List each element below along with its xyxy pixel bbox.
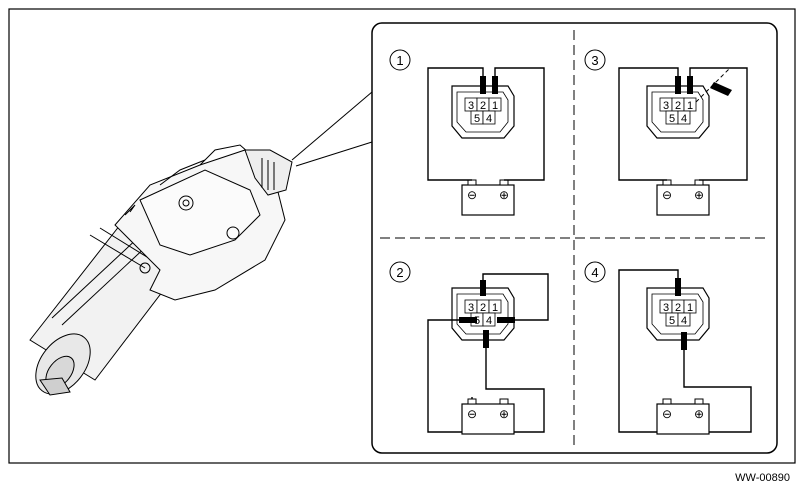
pin-cell	[677, 312, 691, 327]
pin-number: 2	[675, 100, 681, 112]
battery-terminal-plus	[694, 398, 704, 405]
battery	[656, 184, 710, 216]
wire-pin2-to-minus	[618, 67, 679, 181]
test-lead-pin1	[687, 76, 693, 94]
pin-number: 4	[681, 315, 687, 327]
pin-number: 2	[480, 302, 486, 314]
panel-number-circle	[584, 49, 606, 71]
test-lead-pin2	[675, 278, 681, 296]
pin-number: 3	[468, 302, 474, 314]
connector-inner-outline	[456, 293, 509, 335]
wire-pin1-to-plus	[494, 67, 545, 181]
battery	[461, 403, 515, 435]
battery-terminal-plus	[694, 179, 704, 186]
test-lead-pin4	[497, 317, 515, 323]
pin-number: 4	[486, 113, 492, 125]
battery-terminal-minus	[467, 398, 477, 405]
battery	[461, 184, 515, 216]
callout-line-top	[291, 91, 373, 161]
panel-number-circle	[584, 261, 606, 283]
test-lead-pin2	[480, 76, 486, 94]
pin-number: 1	[687, 302, 693, 314]
pin-cell	[482, 312, 496, 327]
test-lead-pin4	[681, 332, 687, 350]
panel-number: 3	[591, 53, 598, 68]
connector-inner-outline	[651, 91, 704, 133]
test-lead-pin5	[459, 317, 477, 323]
battery-plus-symbol: ⊕	[694, 188, 704, 202]
panel-number: 1	[396, 53, 403, 68]
connector-inner-outline	[456, 91, 509, 133]
wiper-motor-illustration	[29, 144, 293, 396]
test-panel-2: 232154⊖⊕	[389, 261, 549, 435]
wire-pin2-jumper	[482, 273, 549, 321]
panel-number: 2	[396, 265, 403, 280]
pin-number: 5	[669, 113, 675, 125]
wire-pin4-to-plus	[683, 350, 752, 433]
test-lead-bottom	[483, 330, 489, 348]
test-lead-pin2	[480, 280, 486, 296]
wire-pin2-to-minus	[427, 67, 484, 181]
battery-minus-symbol: ⊖	[467, 407, 477, 421]
battery-minus-symbol: ⊖	[662, 188, 672, 202]
pin-number: 1	[492, 100, 498, 112]
pin-number: 1	[492, 302, 498, 314]
wire-pin4-to-plus	[485, 348, 545, 433]
pin-cell	[482, 110, 496, 125]
pin-number: 2	[675, 302, 681, 314]
outer-frame	[8, 8, 796, 464]
battery	[656, 403, 710, 435]
pin-number: 3	[663, 302, 669, 314]
callout-line-bottom	[295, 141, 373, 167]
battery-plus-symbol: ⊕	[694, 407, 704, 421]
pin-number: 3	[468, 100, 474, 112]
pin-cell	[677, 110, 691, 125]
wire-pin1-to-plus	[689, 67, 748, 181]
battery-plus-symbol: ⊕	[499, 188, 509, 202]
test-lead-pin1	[492, 76, 498, 94]
pin-number: 5	[474, 113, 480, 125]
battery-terminal-plus	[499, 179, 509, 186]
battery-minus-symbol: ⊖	[467, 188, 477, 202]
pin-number: 3	[663, 100, 669, 112]
battery-plus-symbol: ⊕	[499, 407, 509, 421]
probe-tip	[710, 82, 732, 96]
pin-number: 1	[687, 100, 693, 112]
battery-terminal-minus	[662, 179, 672, 186]
pin-number: 4	[681, 113, 687, 125]
panel-number-circle	[389, 261, 411, 283]
pin-number: 2	[480, 100, 486, 112]
battery-terminal-minus	[467, 179, 477, 186]
wire-pin5-to-minus	[427, 319, 462, 433]
connector-inner-outline	[651, 293, 704, 335]
battery-minus-symbol: ⊖	[662, 407, 672, 421]
panel-number: 4	[591, 265, 598, 280]
test-lead-pin2	[675, 76, 681, 94]
battery-terminal-plus	[499, 398, 509, 405]
battery-terminal-minus	[662, 398, 672, 405]
pin-number: 5	[669, 315, 675, 327]
wire-pin2-to-minus	[618, 269, 679, 433]
reference-code: WW-00890	[735, 472, 790, 484]
pin-number: 4	[486, 315, 492, 327]
panel-number-circle	[389, 49, 411, 71]
